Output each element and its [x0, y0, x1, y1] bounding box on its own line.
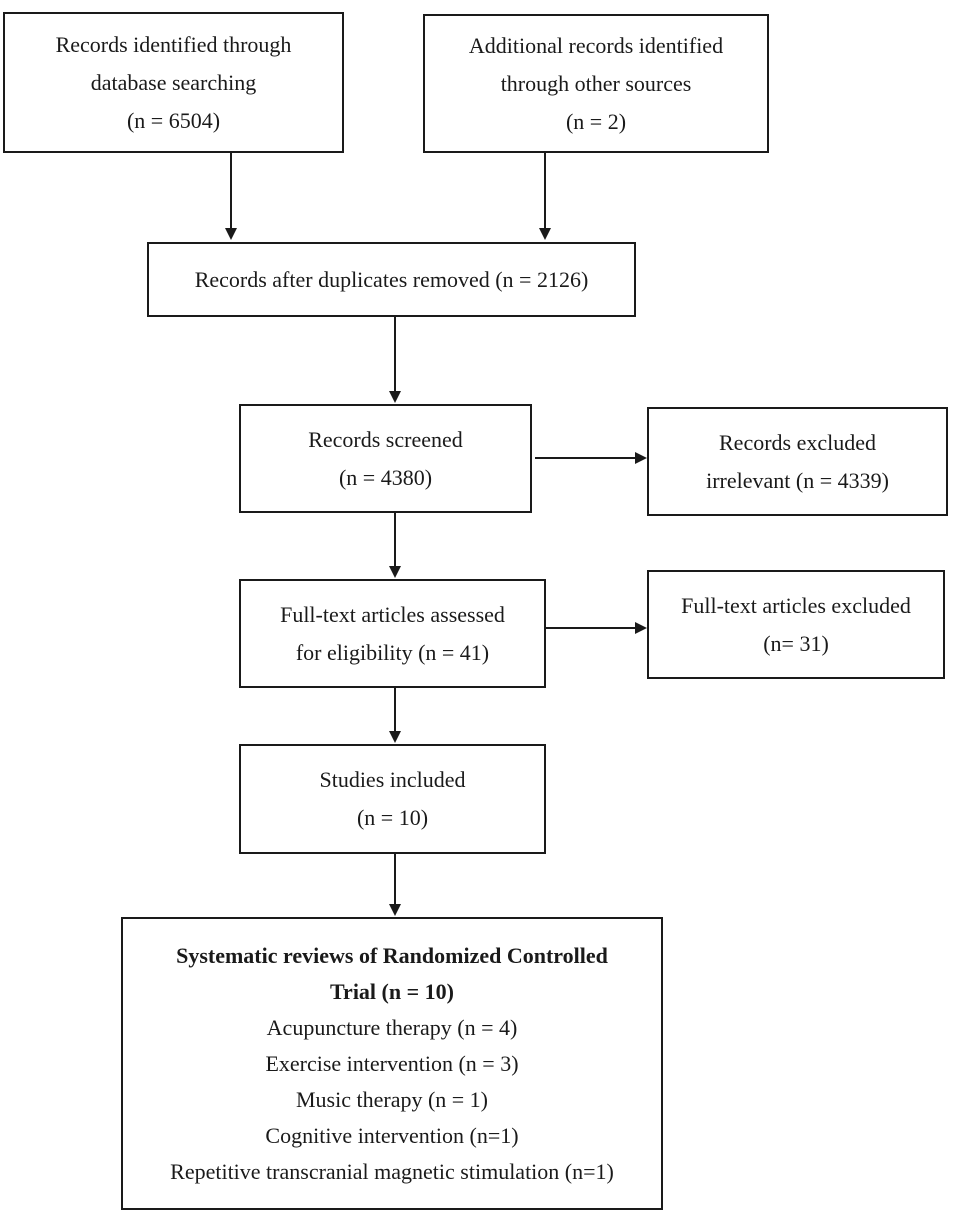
box-text: (n = 10): [356, 805, 429, 830]
box-text: irrelevant (n = 4339): [706, 467, 889, 493]
box-text: Full-text articles assessed: [280, 601, 505, 627]
reviews-item: Music therapy (n = 1): [295, 1086, 489, 1112]
records-excluded-box: Records excluded irrelevant (n = 4339): [647, 407, 948, 516]
box-text: (n = 6504): [126, 107, 221, 133]
box-text: (n= 31): [763, 630, 829, 656]
box-text: for eligibility (n = 41): [295, 639, 490, 665]
reviews-title: Trial (n = 10): [330, 978, 454, 1004]
box-text: Records after duplicates removed (n = 21…: [194, 266, 589, 292]
fulltext-assessed-box: Full-text articles assessed for eligibil…: [239, 579, 546, 688]
box-text: Full-text articles excluded: [681, 592, 911, 618]
systematic-reviews-box: Systematic reviews of Randomized Control…: [121, 917, 663, 1210]
records-identified-other-box: Additional records identified through ot…: [423, 14, 769, 153]
studies-included-box: Studies included (n = 10): [239, 744, 546, 854]
fulltext-excluded-box: Full-text articles excluded (n= 31): [647, 570, 945, 679]
records-screened-box: Records screened (n = 4380): [239, 404, 532, 513]
reviews-item: Exercise intervention (n = 3): [265, 1050, 519, 1076]
records-after-duplicates-box: Records after duplicates removed (n = 21…: [147, 242, 636, 317]
box-text: Records excluded: [719, 429, 876, 455]
box-text: Studies included: [319, 767, 466, 792]
reviews-item: Acupuncture therapy (n = 4): [266, 1014, 518, 1040]
box-text: Records screened: [308, 426, 463, 452]
box-text: Additional records identified: [468, 32, 724, 58]
box-text: (n = 4380): [338, 464, 433, 490]
records-identified-db-box: Records identified through database sear…: [3, 12, 344, 153]
reviews-item: Cognitive intervention (n=1): [265, 1122, 519, 1148]
box-text: (n = 2): [565, 108, 627, 134]
reviews-title: Systematic reviews of Randomized Control…: [176, 942, 608, 968]
box-text: Records identified through: [55, 31, 292, 57]
reviews-item: Repetitive transcranial magnetic stimula…: [170, 1158, 614, 1184]
box-text: database searching: [90, 69, 257, 95]
box-text: through other sources: [500, 70, 692, 96]
